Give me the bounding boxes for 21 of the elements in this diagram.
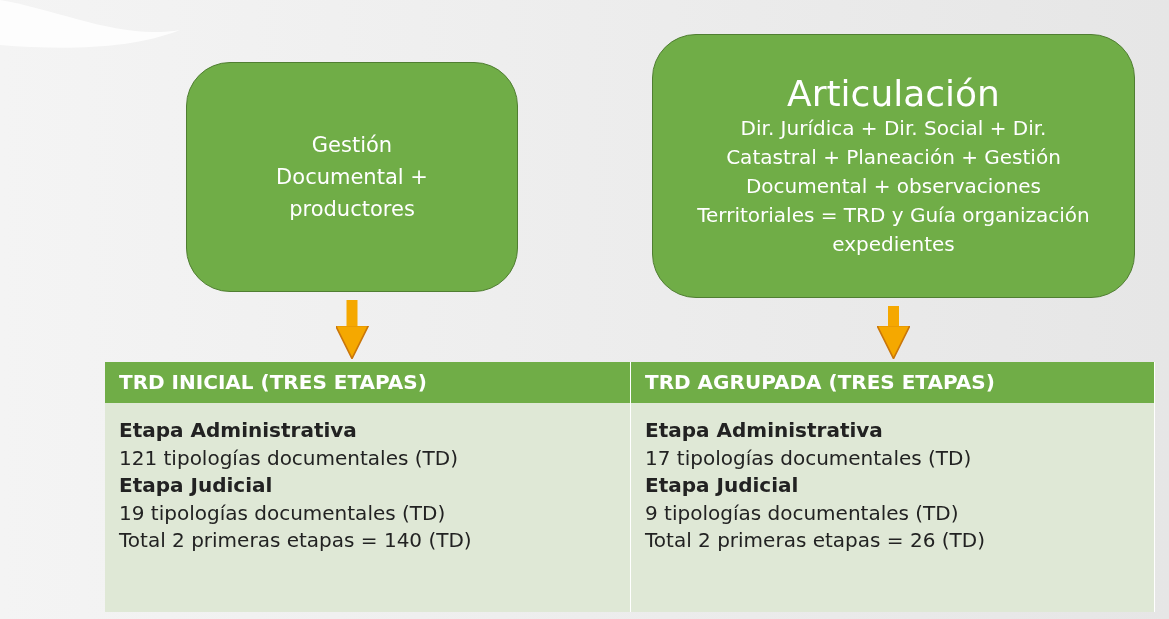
table-column xyxy=(105,362,631,612)
table-text: Total 2 primeras etapas = 26 (TD) xyxy=(644,527,986,554)
table-text: 17 tipologías documentales (TD) xyxy=(644,444,973,472)
column-header: TRD INICIAL (TRES ETAPAS) xyxy=(105,362,630,403)
stage-heading: Etapa Administrativa xyxy=(644,417,884,444)
box-text: Dir. Jurídica + Dir. Social + Dir. Catastral + Planeación + Gestión Documental + observaciones Territoriales = TRD y Guía organización expedientes xyxy=(696,115,1091,258)
stage-heading: Etapa Judicial xyxy=(118,472,274,499)
rounded-box xyxy=(186,62,518,292)
box-title: Articulación xyxy=(787,73,1000,114)
stage-heading: Etapa Judicial xyxy=(644,472,800,499)
rounded-box xyxy=(652,34,1135,298)
stage-heading: Etapa Administrativa xyxy=(118,417,358,444)
column-header: TRD AGRUPADA (TRES ETAPAS) xyxy=(631,362,1154,403)
table-text: 9 tipologías documentales (TD) xyxy=(644,499,960,527)
arrow xyxy=(334,300,370,360)
table-text: 121 tipologías documentales (TD) xyxy=(118,444,459,472)
table-text: 19 tipologías documentales (TD) xyxy=(118,499,447,527)
arrow xyxy=(876,306,911,360)
box-text: Gestión Documental + productores xyxy=(275,132,429,223)
table-column xyxy=(631,362,1155,612)
table-text: Total 2 primeras etapas = 140 (TD) xyxy=(118,527,473,554)
